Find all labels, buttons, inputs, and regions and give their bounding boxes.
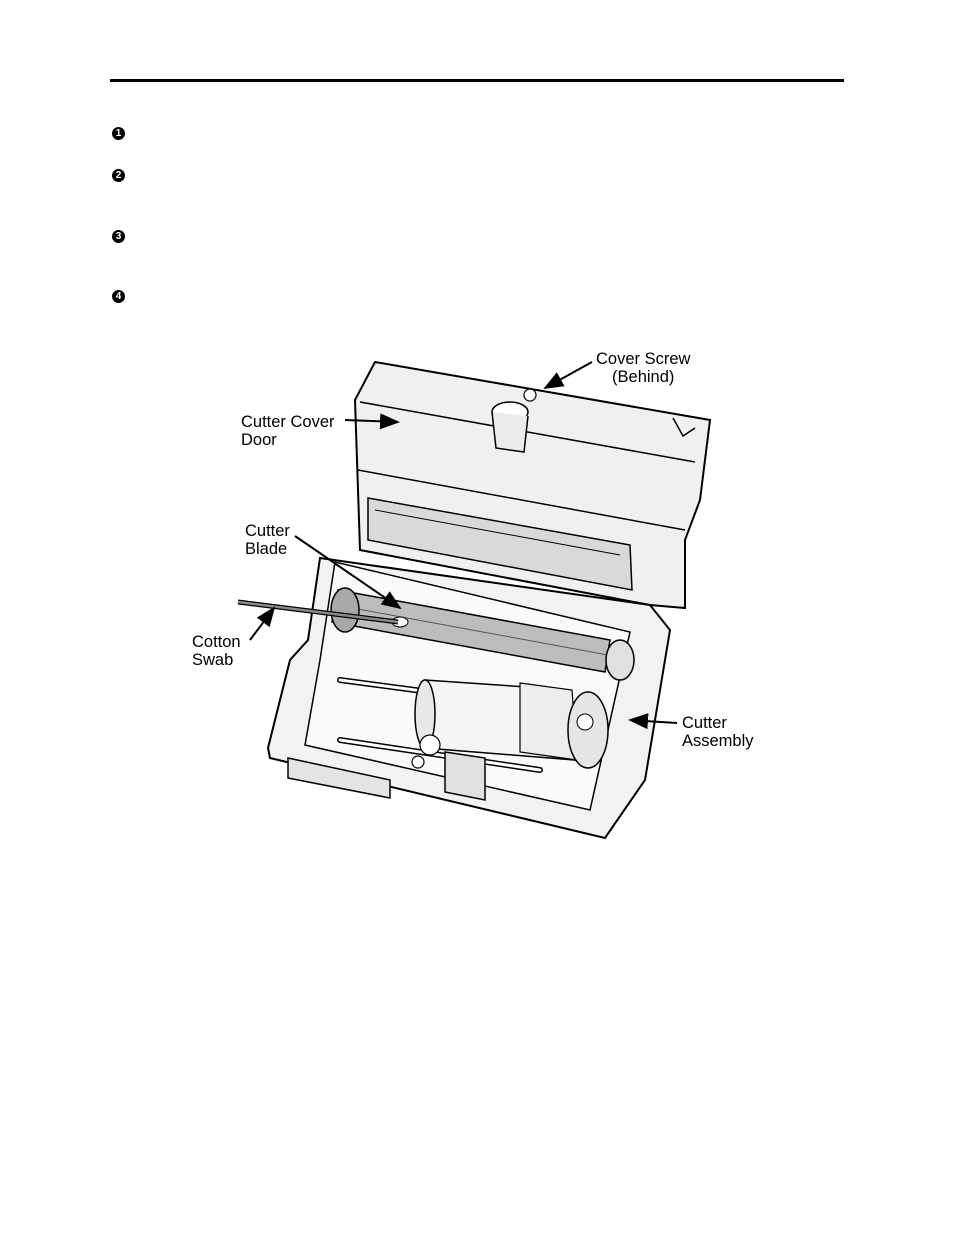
cotton-swab-arrow — [249, 606, 276, 641]
cutter-illustration — [237, 360, 712, 840]
front-block-shape — [411, 734, 486, 801]
cutter-figure: Cover Screw (Behind) Cutter Cover Door C… — [180, 340, 780, 850]
cutter-blade-label: Cutter Blade — [245, 522, 290, 558]
cover-screw-arrow — [543, 361, 593, 389]
motor-shape — [414, 679, 609, 769]
cutter-blade-arrow — [294, 535, 402, 610]
cutter-assembly-label: Cutter Assembly — [682, 714, 754, 750]
cutter-blade-shape — [330, 587, 635, 681]
step-marker-3: 3 — [112, 230, 125, 243]
cutter-cover-door-arrow — [344, 413, 400, 430]
step-marker-1: 1 — [112, 127, 125, 140]
cutter-assembly-arrow — [628, 713, 678, 730]
cutter-cover-door-label: Cutter Cover Door — [241, 413, 335, 449]
header-rule — [110, 79, 844, 82]
cotton-swab-label: Cotton Swab — [192, 633, 241, 669]
step-marker-4: 4 — [112, 290, 125, 303]
cutter-cover-door-shape — [353, 360, 712, 674]
step-marker-2: 2 — [112, 169, 125, 182]
cover-screw-label: Cover Screw (Behind) — [596, 350, 691, 386]
